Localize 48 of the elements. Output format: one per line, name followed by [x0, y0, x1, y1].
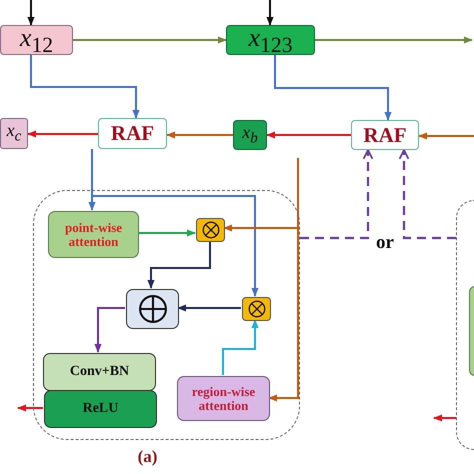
variable-box [0, 25, 73, 55]
attention-box [469, 286, 474, 376]
arrow [30, 55, 140, 119]
module-container [456, 200, 474, 450]
arrow [268, 158, 299, 402]
arrow [73, 36, 227, 44]
note-text: or [376, 232, 394, 254]
arrow [166, 131, 233, 139]
raf-module-box [351, 120, 419, 150]
attention-box [48, 211, 139, 258]
block-label: point-wise attention [64, 220, 124, 248]
arrow [94, 307, 125, 353]
variable-box [226, 25, 315, 55]
arrow [222, 319, 259, 375]
arrow [433, 414, 456, 422]
block-label: Conv+BN [70, 364, 130, 380]
block-label: region-wise attention [190, 384, 256, 412]
variable-label: x$_{123}$ [248, 24, 293, 56]
add-box [126, 289, 179, 329]
arrow [27, 0, 35, 26]
arrow [138, 229, 196, 237]
variable-label: x$_{b}$ [242, 122, 258, 148]
arrow [91, 149, 259, 297]
module-label: RAF [110, 122, 154, 145]
raf-module-box [98, 118, 167, 149]
arrow [418, 132, 474, 140]
arrow [177, 304, 241, 312]
layer-box [43, 353, 156, 391]
layer-box [44, 390, 157, 428]
arrow [266, 131, 351, 139]
variable-label: x$_{c}$ [6, 121, 22, 146]
panel-caption: (a) [136, 447, 158, 467]
arrow [274, 55, 392, 121]
arrow [17, 404, 43, 412]
variable-box [0, 118, 28, 149]
arrow [147, 241, 211, 289]
arrow [315, 36, 473, 44]
dashed-arrow [398, 149, 456, 240]
dashed-arrow [300, 149, 374, 240]
attention-box [177, 376, 270, 421]
arrow [266, 0, 274, 26]
variable-label: x$_{12}$ [20, 24, 54, 56]
module-label: RAF [363, 124, 407, 146]
multiply-box [242, 297, 271, 321]
multiply-box [196, 218, 225, 242]
block-label: ReLU [82, 402, 118, 416]
variable-box [233, 120, 267, 150]
arrow [27, 130, 98, 138]
